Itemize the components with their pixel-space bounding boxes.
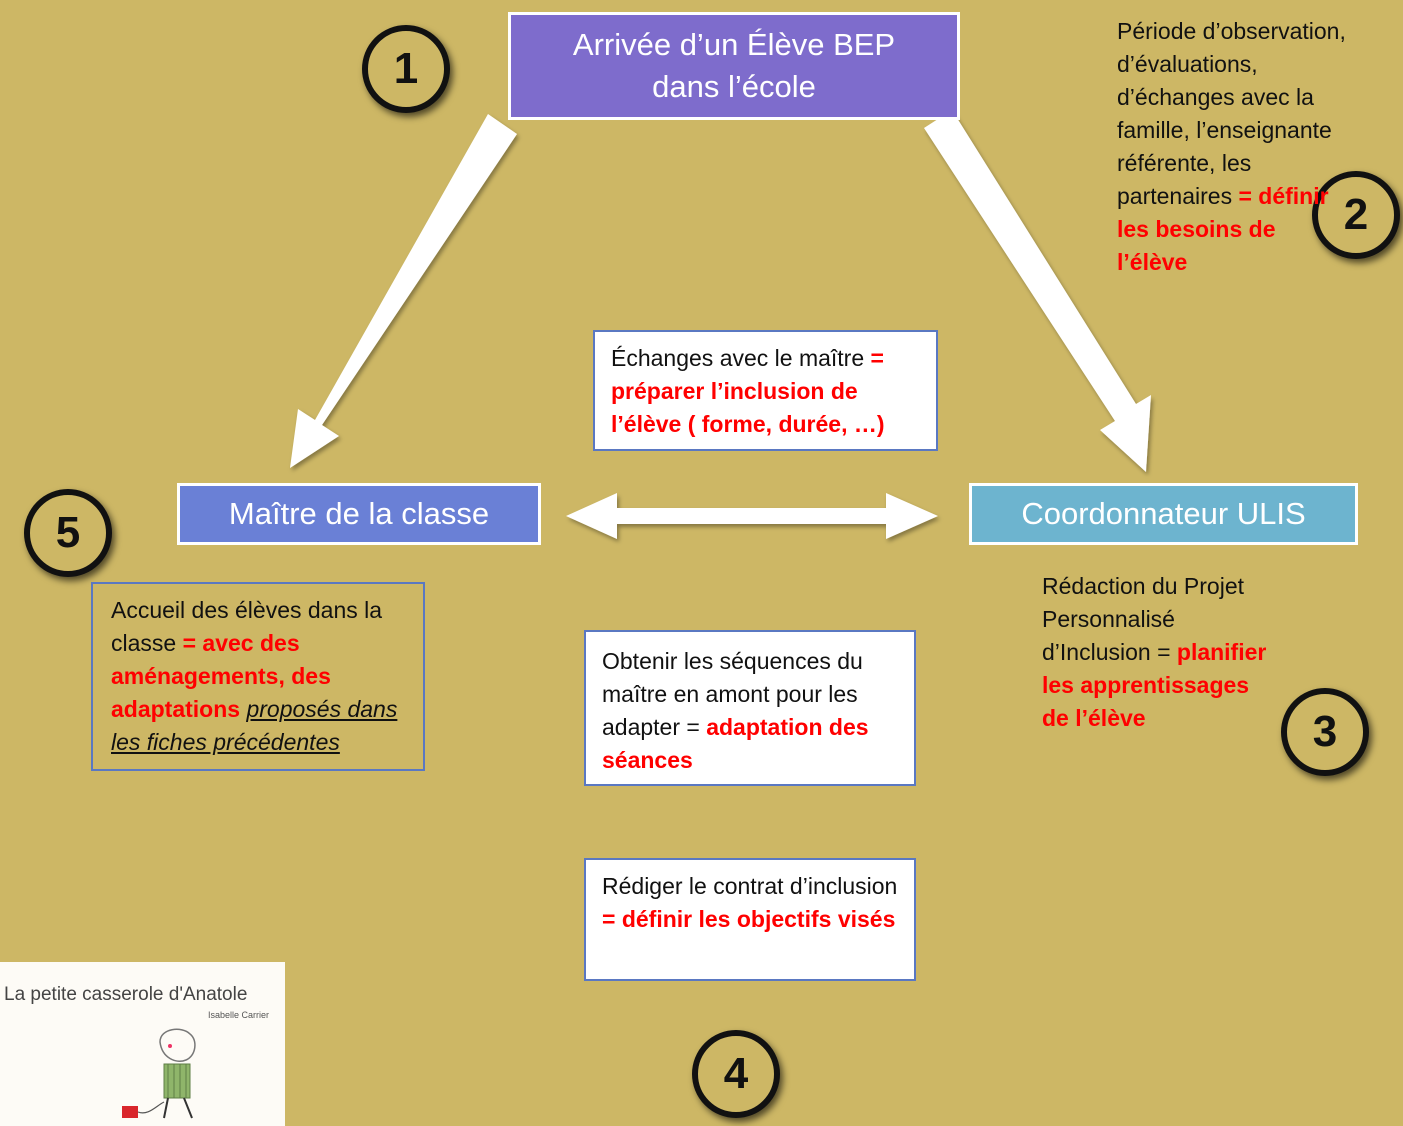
coordonnateur-box: Coordonnateur ULIS — [969, 483, 1358, 545]
step-badge-4: 4 — [692, 1030, 780, 1118]
double-arrow-icon — [566, 493, 938, 539]
step-badge-3: 3 — [1281, 688, 1369, 776]
maitre-label: Maître de la classe — [228, 496, 490, 531]
sequences-box: Obtenir les séquences du maître en amont… — [584, 630, 916, 786]
arrow-down-left-icon — [290, 114, 517, 468]
book-author: Isabelle Carrier — [208, 1010, 270, 1020]
contract-box: Rédiger le contrat d’inclusion = définir… — [584, 858, 916, 981]
step-badge-2: 2 — [1312, 171, 1400, 259]
arrow-down-right-icon — [924, 110, 1151, 472]
exchange-box: Échanges avec le maître = préparer l’inc… — [593, 330, 938, 451]
coordonnateur-label: Coordonnateur ULIS — [1021, 496, 1306, 531]
step3-text: Rédaction du Projet Personnalisé d’Inclu… — [1042, 573, 1267, 731]
step-badge-1: 1 — [362, 25, 450, 113]
book-title: La petite casserole d'Anatole — [4, 984, 248, 1005]
arrival-line-1: Arrivée d’un Élève BEP — [572, 27, 896, 62]
arrival-box: Arrivée d’un Élève BEP dans l’école — [508, 12, 960, 120]
character-illustration-icon — [122, 1028, 196, 1119]
step5-box: Accueil des élèves dans la classe = avec… — [91, 582, 425, 771]
step2-text: Période d’observation, d’évaluations, d’… — [1117, 18, 1346, 275]
step-badge-5: 5 — [24, 489, 112, 577]
maitre-box: Maître de la classe — [177, 483, 541, 545]
book-cover: La petite casserole d'Anatole Isabelle C… — [0, 962, 285, 1126]
arrival-line-2: dans l’école — [652, 69, 816, 104]
